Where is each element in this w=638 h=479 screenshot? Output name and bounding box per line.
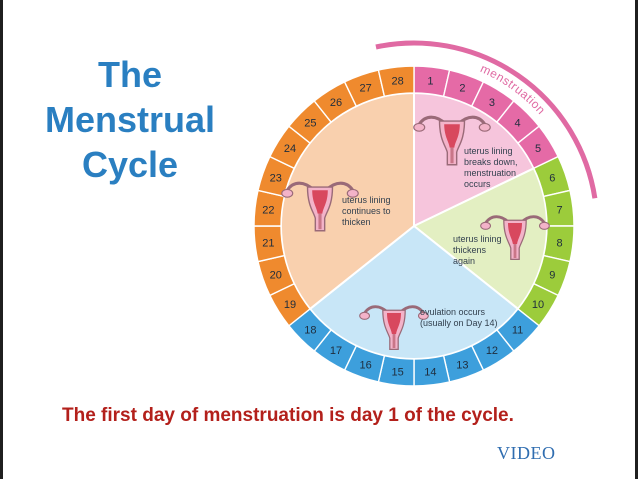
phase-label-menstruation: uterus lining	[464, 146, 513, 156]
day-number: 18	[304, 325, 316, 337]
title-line: Menstrual	[30, 97, 230, 142]
phase-label-ovulation: (usually on Day 14)	[420, 318, 498, 328]
page-title: The Menstrual Cycle	[30, 52, 230, 187]
title-line: Cycle	[30, 142, 230, 187]
day-number: 8	[557, 237, 563, 249]
phase-label-menstruation: occurs	[464, 179, 491, 189]
day-number: 4	[515, 117, 521, 129]
phase-label-continues: thicken	[342, 217, 371, 227]
day-number: 6	[549, 173, 555, 185]
day-number: 23	[270, 173, 282, 185]
day-number: 20	[270, 269, 282, 281]
cycle-wheel-diagram: 1234567891011121314151617181920212223242…	[240, 40, 620, 400]
phase-label-thickening: uterus lining	[453, 234, 502, 244]
day-number: 10	[532, 299, 544, 311]
day-number: 19	[284, 299, 296, 311]
day-number: 13	[456, 359, 468, 371]
day-number: 11	[512, 325, 523, 337]
day-number: 15	[391, 367, 403, 379]
day-number: 16	[359, 359, 371, 371]
day-number: 3	[489, 97, 495, 109]
day-number: 24	[284, 143, 296, 155]
day-number: 1	[427, 75, 433, 87]
day-number: 17	[330, 345, 342, 357]
day-number: 22	[262, 205, 274, 217]
left-frame-edge	[0, 0, 3, 479]
day-number: 21	[262, 237, 274, 249]
day-number: 28	[391, 75, 403, 87]
day-number: 9	[549, 269, 555, 281]
phase-label-continues: uterus lining	[342, 195, 391, 205]
day-number: 2	[459, 83, 465, 95]
title-line: The	[30, 52, 230, 97]
day-number: 14	[424, 367, 436, 379]
day-number: 5	[535, 143, 541, 155]
phase-label-menstruation: breaks down,	[464, 157, 518, 167]
day-number: 25	[304, 117, 316, 129]
phase-label-continues: continues to	[342, 206, 391, 216]
day-number: 7	[557, 205, 563, 217]
video-link[interactable]: VIDEO	[497, 443, 556, 464]
caption: The first day of menstruation is day 1 o…	[62, 405, 514, 427]
phase-label-menstruation: menstruation	[464, 168, 516, 178]
day-number: 12	[486, 345, 498, 357]
phase-label-thickening: again	[453, 256, 475, 266]
day-number: 27	[359, 83, 371, 95]
phase-label-thickening: thickens	[453, 245, 487, 255]
day-number: 26	[330, 97, 342, 109]
phase-label-ovulation: ovulation occurs	[420, 307, 486, 317]
